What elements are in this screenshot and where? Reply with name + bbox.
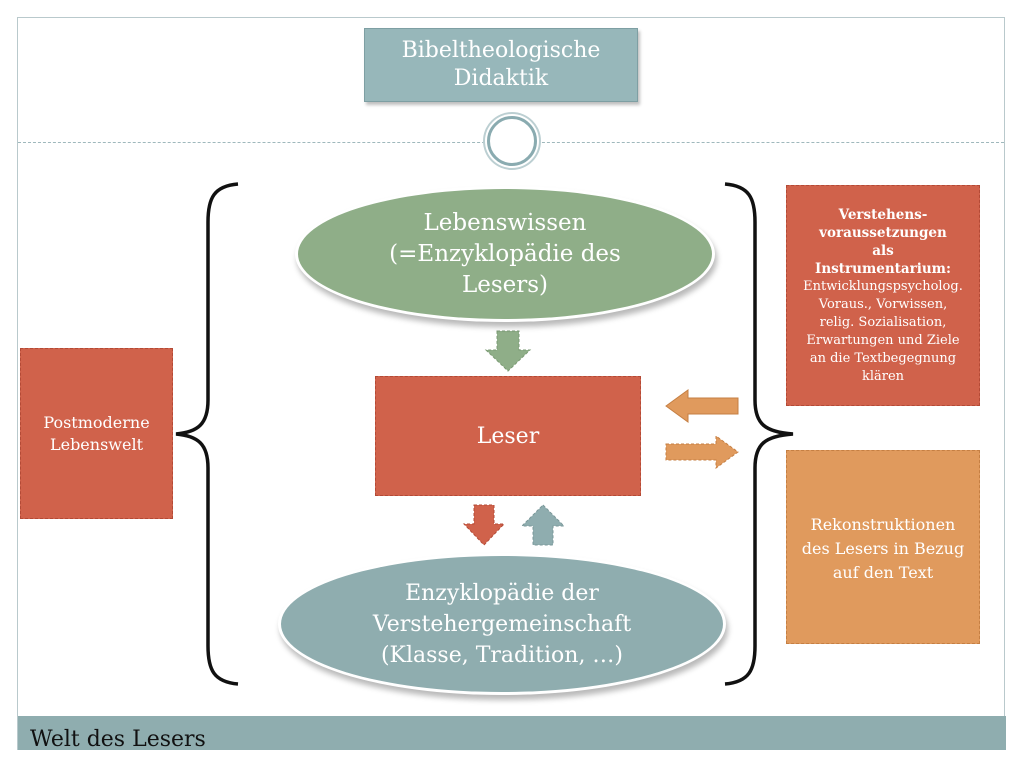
vorauss-bold-3: als (872, 242, 894, 259)
vorauss-line-4: Erwartungen und Ziele (806, 332, 960, 348)
vorauss-line-2: Voraus., Vorwissen, (818, 296, 948, 312)
postmoderne-line-2: Lebenswelt (49, 434, 143, 454)
footer-title: Welt des Lesers (30, 727, 206, 752)
orange-right-arrow (665, 435, 739, 469)
ellipse-top-line-1: Lebenswissen (423, 209, 587, 236)
vorauss-line-5: an die Textbegegnung (809, 350, 957, 366)
title-box: Bibeltheologische Didaktik (364, 28, 638, 102)
teal-up-arrow (520, 504, 566, 546)
voraussetzungen-box: Verstehens- voraussetzungen als Instrume… (786, 185, 980, 406)
red-down-arrow (462, 504, 506, 546)
ellipse-bottom-line-1: Enzyklopädie der (405, 580, 599, 606)
ellipse-bottom-line-2: Verstehergemeinschaft (372, 611, 632, 637)
vorauss-bold-4: Instrumentarium: (815, 260, 951, 277)
vorauss-line-3: relig. Sozialisation, (819, 314, 947, 330)
leser-box: Leser (375, 376, 641, 496)
title-line-2: Didaktik (453, 66, 549, 91)
vorauss-line-6: klären (861, 368, 905, 384)
title-line-1: Bibeltheologische (401, 38, 601, 63)
rekon-line-2: des Lesers in Bezug (801, 539, 965, 558)
ellipse-enzyklopaedie: Enzyklopädie der Verstehergemeinschaft (… (281, 556, 723, 692)
postmoderne-box: Postmoderne Lebenswelt (20, 348, 173, 519)
leser-label: Leser (476, 423, 540, 449)
circle-ornament (487, 116, 537, 166)
postmoderne-line-1: Postmoderne (43, 412, 150, 432)
green-down-arrow (484, 330, 532, 372)
orange-left-arrow (665, 389, 739, 423)
vorauss-bold-1: Verstehens- (838, 206, 928, 223)
rekon-line-1: Rekonstruktionen (810, 515, 956, 534)
right-brace (724, 182, 794, 686)
left-brace (175, 182, 239, 686)
rekon-line-3: auf den Text (832, 563, 934, 582)
ellipse-top-line-3: Lesers) (461, 271, 549, 298)
ellipse-lebenswissen: Lebenswissen (=Enzyklopädie des Lesers) (298, 189, 712, 319)
footer-bar (18, 716, 1006, 750)
rekonstruktionen-box: Rekonstruktionen des Lesers in Bezug auf… (786, 450, 980, 644)
vorauss-bold-2: voraussetzungen (819, 224, 947, 241)
vorauss-line-1: Entwicklungspsycholog. (803, 278, 963, 294)
ellipse-bottom-line-3: (Klasse, Tradition, …) (380, 642, 624, 668)
ellipse-top-line-2: (=Enzyklopädie des (389, 240, 621, 267)
